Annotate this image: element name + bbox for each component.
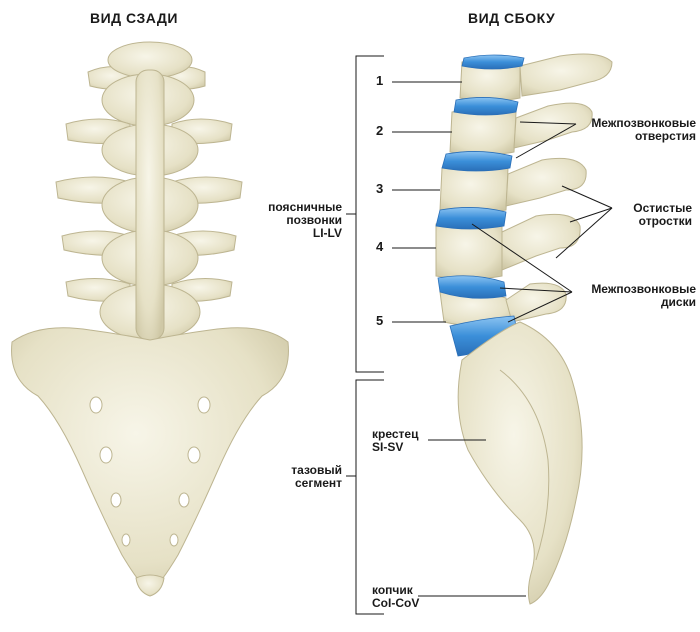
vertebra-number-1: 1 [376, 73, 384, 88]
intervertebral-discs [435, 54, 525, 357]
sacral-foramina [89, 396, 211, 547]
foramina-label: Межпозвонковые отверстия [591, 116, 696, 143]
side-view-title: ВИД СБОКУ [468, 10, 556, 26]
back-view-spine [11, 41, 289, 597]
spinous-processes-label: Остистые отростки [633, 201, 692, 228]
pelvic-segment-label: тазовый сегмент [291, 463, 342, 490]
sacrum-label: крестец SI-SV [372, 427, 419, 454]
coccyx-label: копчик CoI-CoV [372, 583, 420, 610]
back-view-title: ВИД СЗАДИ [90, 10, 178, 26]
lumbar-label: поясничные позвонки LI-LV [268, 200, 342, 240]
leader-lines [346, 55, 613, 615]
vertebra-number-4: 4 [376, 239, 384, 254]
vertebra-number-3: 3 [376, 181, 384, 196]
side-view-spine [435, 53, 613, 605]
vertebra-number-2: 2 [376, 123, 384, 138]
vertebra-number-5: 5 [376, 313, 384, 328]
discs-label: Межпозвонковые диски [591, 282, 696, 309]
